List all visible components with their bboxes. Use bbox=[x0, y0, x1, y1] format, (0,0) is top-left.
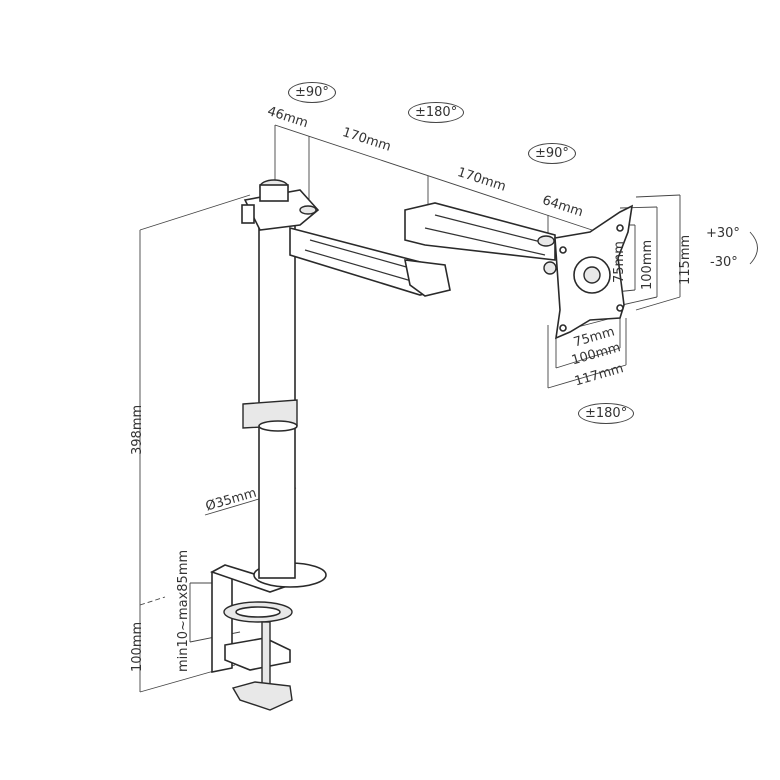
tilt-arrow-icon bbox=[749, 231, 758, 265]
arm-segment-1 bbox=[241, 179, 451, 297]
rotation-label: ±180° bbox=[578, 403, 635, 424]
head-swivel-rotation: ±90° bbox=[528, 143, 576, 164]
vesa-v-large-label: 100mm bbox=[640, 239, 655, 290]
desk-clamp bbox=[210, 564, 293, 711]
clamp-range-label: min10~max85mm bbox=[176, 549, 191, 672]
vesa-plate bbox=[554, 204, 634, 340]
clamp-height-label: 100mm bbox=[130, 621, 145, 672]
arm-segment-2 bbox=[404, 202, 557, 275]
tilt-down-label: -30° bbox=[710, 255, 738, 270]
pole-height-label: 398mm bbox=[130, 404, 145, 455]
pole-joint-rotation: ±90° bbox=[288, 82, 336, 103]
vesa-v-small-label: 75mm bbox=[612, 241, 627, 283]
rotation-label: ±90° bbox=[288, 82, 336, 103]
elbow-rotation: ±180° bbox=[408, 102, 465, 123]
rotation-label: ±180° bbox=[408, 102, 465, 123]
head-rotate-rotation: ±180° bbox=[578, 403, 635, 424]
rotation-label: ±90° bbox=[528, 143, 576, 164]
plate-height-label: 115mm bbox=[678, 234, 693, 285]
pole bbox=[242, 199, 327, 588]
tilt-up-label: +30° bbox=[706, 226, 740, 241]
